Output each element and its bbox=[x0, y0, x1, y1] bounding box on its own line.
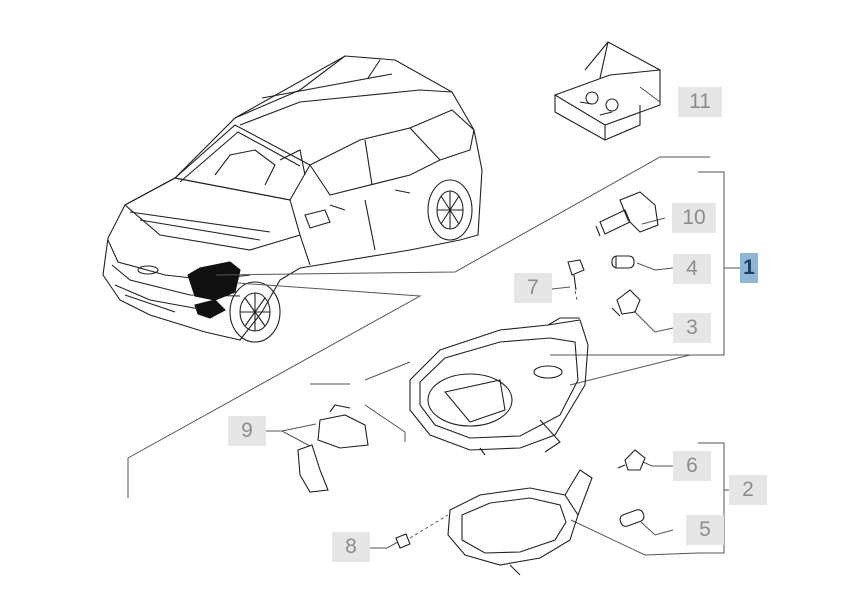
bulb-kit-box bbox=[553, 41, 661, 141]
bulb-part-4 bbox=[611, 255, 635, 269]
fog-lamp bbox=[447, 469, 593, 576]
screw-part-8 bbox=[395, 533, 411, 549]
callout-3[interactable]: 3 bbox=[673, 313, 711, 343]
callout-11[interactable]: 11 bbox=[678, 87, 722, 117]
headlamp-assembly bbox=[409, 317, 589, 456]
callout-6[interactable]: 6 bbox=[673, 451, 711, 481]
callout-10[interactable]: 10 bbox=[672, 203, 716, 233]
leader-lines bbox=[127, 86, 740, 556]
callout-5[interactable]: 5 bbox=[686, 515, 724, 545]
callout-4[interactable]: 4 bbox=[673, 254, 711, 284]
screw-part-7 bbox=[567, 259, 585, 291]
bulb-part-3 bbox=[611, 289, 641, 317]
callout-1[interactable]: 1 bbox=[740, 253, 758, 283]
callout-7[interactable]: 7 bbox=[514, 273, 552, 303]
bulb-part-6 bbox=[617, 449, 646, 471]
bracket-part-9 bbox=[297, 404, 369, 493]
car-illustration bbox=[102, 55, 483, 343]
bulb-part-5 bbox=[619, 509, 645, 527]
callout-8[interactable]: 8 bbox=[332, 532, 370, 562]
callout-9[interactable]: 9 bbox=[228, 416, 266, 446]
bulb-part-10 bbox=[595, 191, 659, 237]
callout-2[interactable]: 2 bbox=[729, 475, 767, 505]
